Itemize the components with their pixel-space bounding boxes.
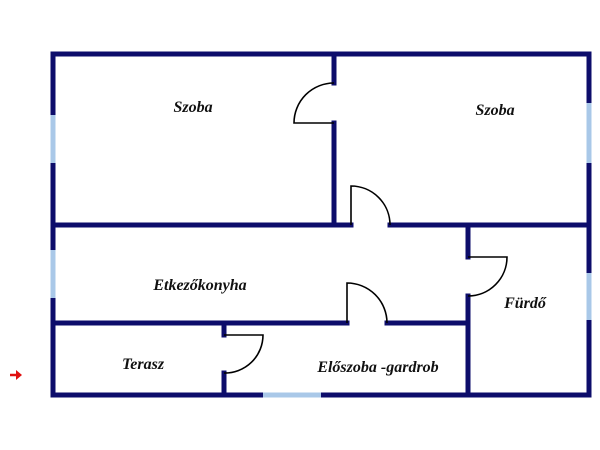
door	[467, 256, 508, 297]
room-label-eloszoba: Előszoba -gardrob	[316, 359, 438, 376]
inner-walls	[50, 51, 592, 398]
room-label-szoba: Szoba	[173, 99, 212, 116]
doors	[223, 82, 508, 374]
room-label-szoba: Szoba	[475, 102, 514, 119]
door	[350, 185, 391, 226]
door	[346, 282, 388, 324]
entrance-arrow-icon	[10, 370, 22, 380]
windows	[50, 103, 592, 398]
room-label-furdo: Fürdő	[503, 295, 547, 312]
door	[293, 82, 335, 124]
door	[223, 334, 264, 374]
room-label-etkezokonyha: Etkezőkonyha	[152, 277, 246, 294]
room-label-terasz: Terasz	[122, 356, 165, 373]
